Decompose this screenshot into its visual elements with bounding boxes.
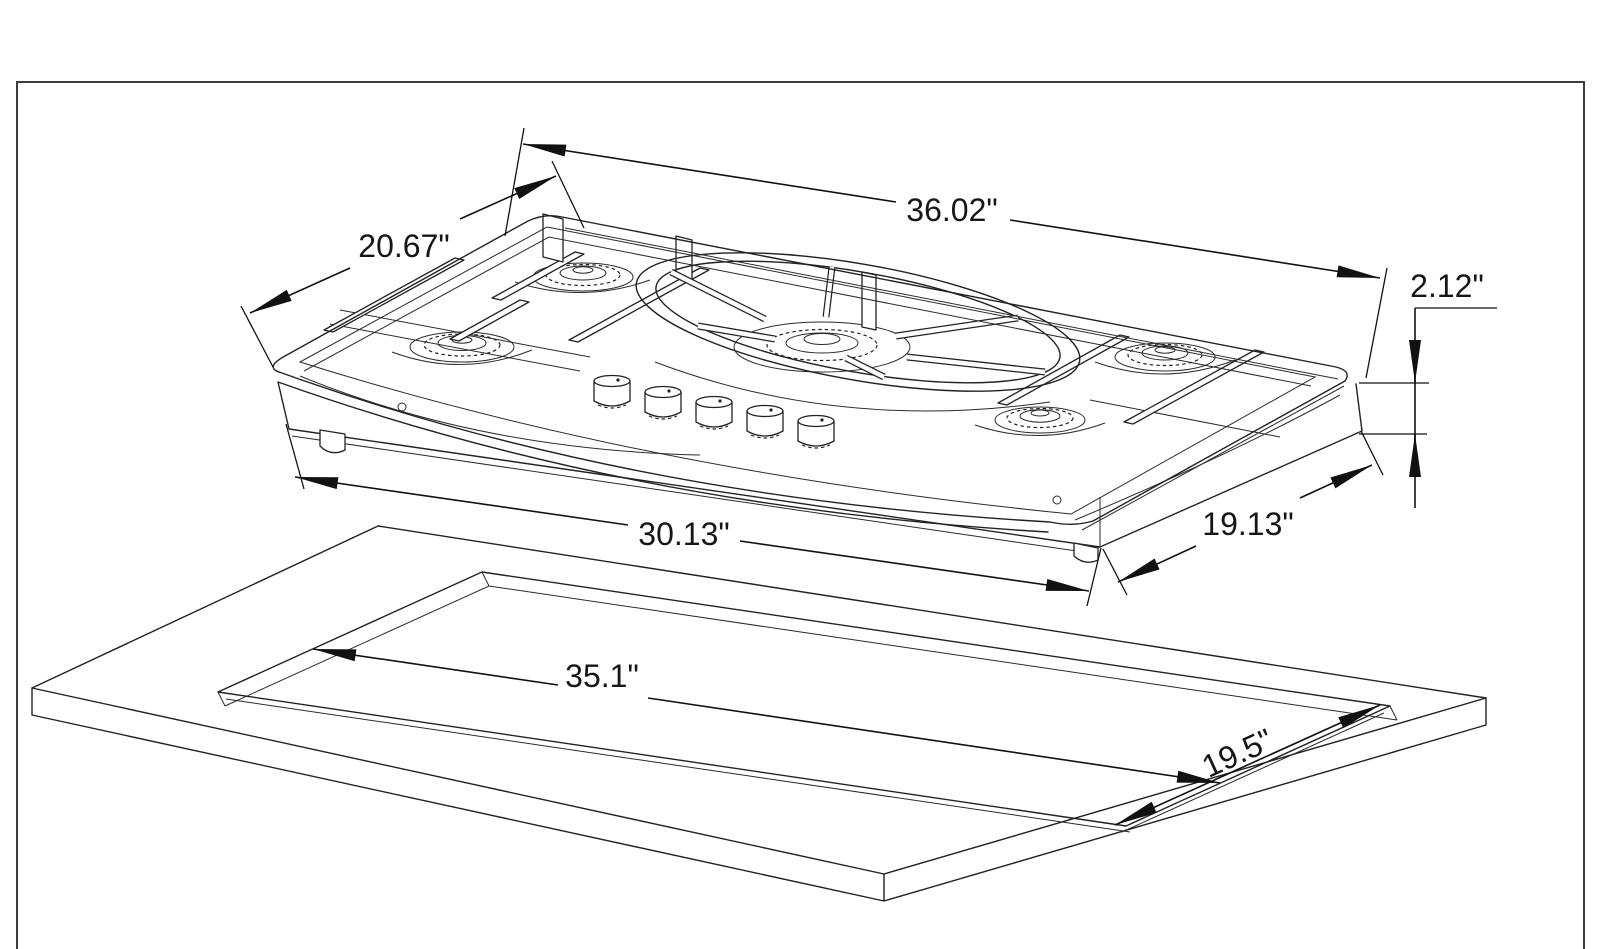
glass-sweep-arc-center — [654, 361, 1051, 412]
knob-4[interactable] — [746, 404, 784, 439]
knob-2[interactable] — [644, 385, 682, 420]
ext-line — [1360, 430, 1384, 476]
burner-center-wok — [733, 321, 911, 373]
front-panel-dot — [397, 402, 407, 412]
burner-recess-arc-right — [1094, 359, 1236, 375]
countertop — [31, 525, 1487, 902]
dimension-annotations: 36.02" 20.67" 2.12" 30.13" 19.13" 35.1" … — [240, 127, 1497, 826]
dim-ticks-height — [1359, 382, 1429, 435]
ext-line — [1086, 547, 1102, 607]
rim-right-lip — [1081, 385, 1345, 531]
glass-sweep-arc-left — [299, 375, 701, 456]
burner-recess-arc-front-right — [974, 422, 1106, 436]
left-foot — [319, 429, 346, 454]
right-floor-line — [1089, 399, 1281, 438]
dim-line-cooktop-depth — [459, 175, 557, 220]
grate-bar — [568, 267, 710, 343]
knob-5[interactable] — [797, 414, 835, 449]
page-border — [16, 81, 1585, 949]
wok-ring-spokes — [669, 266, 1046, 381]
rim-inner-wall — [303, 236, 1312, 387]
cooktop — [272, 213, 1363, 563]
rim-back-lip — [564, 227, 1339, 380]
rim-inner-edge — [298, 226, 1317, 515]
base-outline — [277, 381, 1363, 548]
dim-label-base-width: 30.13" — [638, 516, 729, 552]
dim-label-base-depth: 19.13" — [1202, 506, 1293, 542]
dim-line-cutout-depth — [1114, 704, 1381, 826]
dim-line-cutout-width — [647, 697, 1221, 784]
grate-floor — [299, 279, 1341, 521]
dim-label-cooktop-width: 36.02" — [906, 192, 997, 228]
ext-line — [1365, 267, 1388, 379]
glass-sweep-arc-right — [1074, 394, 1341, 521]
knob-1[interactable] — [593, 374, 631, 409]
dim-line-base-width — [294, 476, 629, 526]
ext-line — [551, 160, 585, 229]
cutout-inner-wall-bottom — [224, 585, 1398, 721]
grate-bars — [323, 213, 1265, 425]
countertop-thickness — [31, 687, 1487, 902]
side-panel-dot — [1052, 495, 1062, 505]
grate-bar — [449, 299, 530, 342]
cooktop-rim — [272, 214, 1348, 531]
grate-bar — [1123, 349, 1265, 425]
dim-line-cooktop-depth — [249, 267, 351, 314]
grate-bar — [491, 251, 585, 301]
ext-line — [240, 305, 274, 368]
wok-ring-inner — [655, 260, 1061, 384]
cutout-front-wall-line — [225, 698, 1131, 833]
cooktop-base — [277, 381, 1363, 563]
countertop-top-face — [31, 525, 1487, 875]
dim-line-cooktop-width — [1009, 219, 1381, 279]
dim-line-base-depth — [1299, 464, 1373, 499]
dim-line-cutout-width — [312, 648, 559, 686]
control-knobs — [593, 374, 835, 449]
knob-3[interactable] — [695, 395, 733, 430]
wok-ring — [635, 252, 1081, 392]
ext-line — [1102, 548, 1128, 596]
base-bottom-lip — [291, 435, 1098, 555]
ext-line — [285, 423, 305, 490]
burner-recess-arc-front-left — [391, 349, 533, 365]
dim-line-base-depth — [1117, 545, 1197, 583]
wok-ring-outer — [635, 252, 1081, 392]
cutout-opening — [217, 571, 1391, 827]
dim-line-cooktop-width — [522, 143, 897, 203]
dim-label-cooktop-depth: 20.67" — [358, 228, 449, 264]
burner-recess-arc-back-left — [514, 279, 651, 293]
ext-line — [504, 127, 525, 237]
burner-front-right — [994, 406, 1086, 434]
dim-line-base-width — [739, 540, 1090, 592]
glass-front-lower-edge — [277, 381, 1049, 533]
cutout-wall-corners — [217, 571, 1398, 721]
dim-label-cutout-width: 35.1" — [565, 658, 639, 694]
dim-label-height: 2.12" — [1410, 268, 1484, 304]
rim-outer-edge — [272, 214, 1348, 525]
